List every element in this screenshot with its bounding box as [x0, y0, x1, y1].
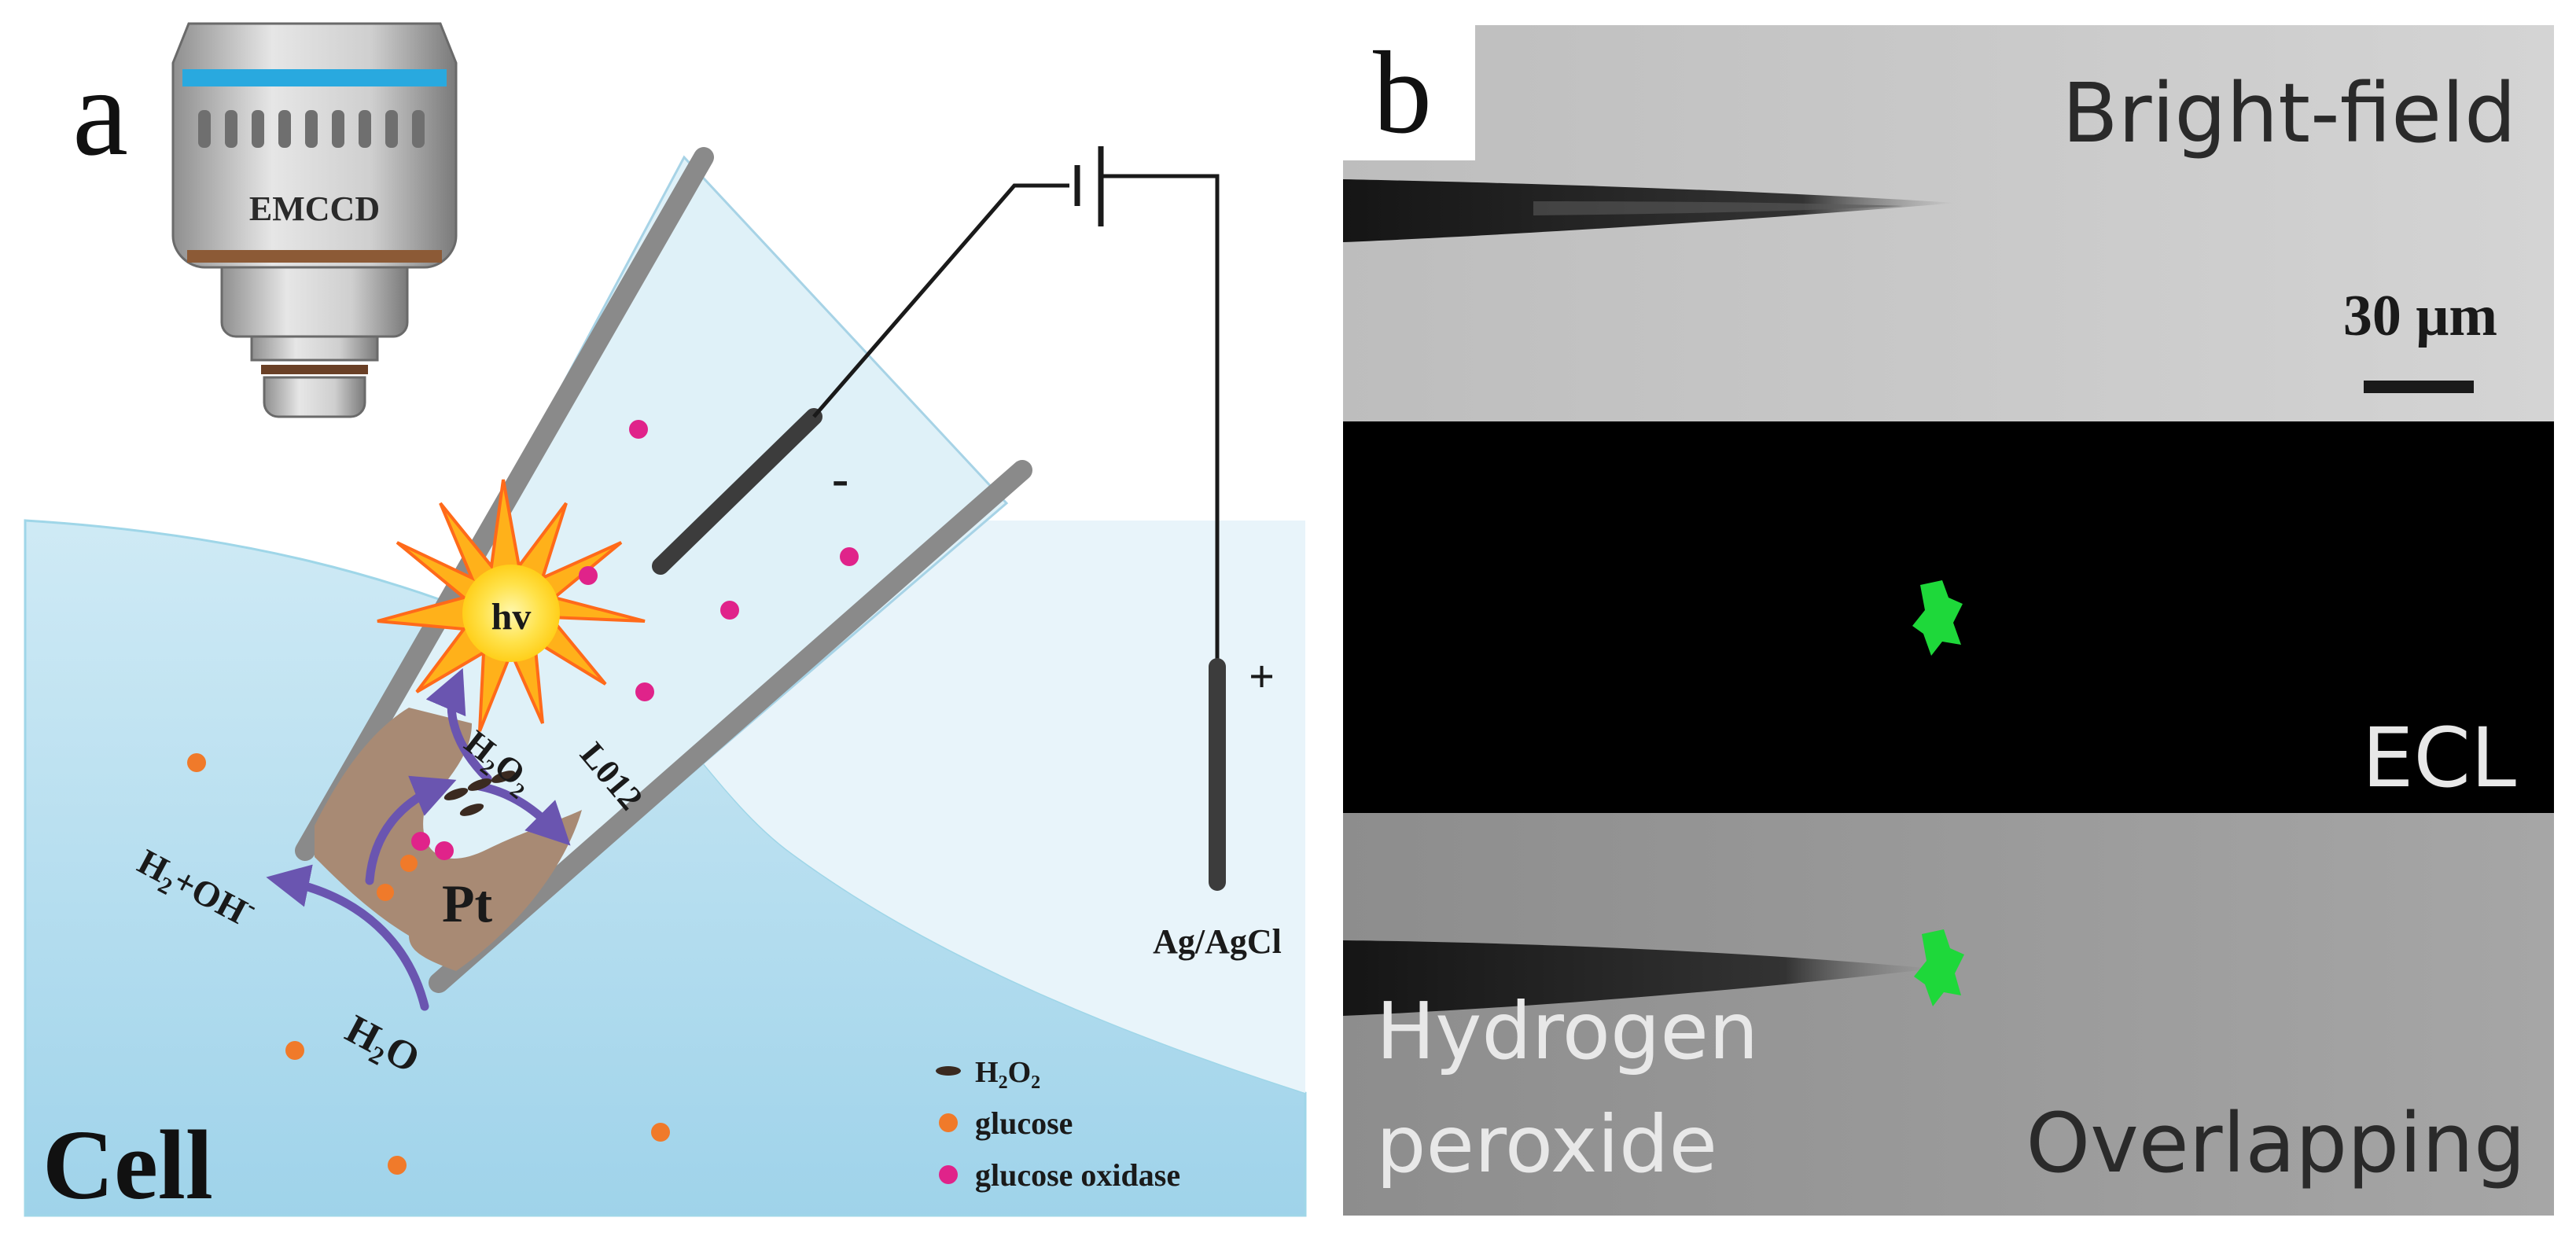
panel-a: hv — [24, 22, 1307, 1220]
legend-glucose-oxidase-text: glucose oxidase — [975, 1157, 1180, 1193]
cell-label: Cell — [42, 1111, 213, 1220]
anode-sign: + — [1249, 651, 1275, 702]
legend-glucose-text: glucose — [975, 1105, 1073, 1141]
reference-label: Ag/AgCl — [1153, 922, 1282, 961]
legend-h2o2-text: H2O2 — [975, 1056, 1040, 1093]
overlap-side-line2: peroxide — [1376, 1098, 1717, 1190]
panel-a-label: a — [72, 42, 128, 182]
legend-glucose-marker — [939, 1113, 958, 1132]
hv-label: hv — [491, 596, 532, 638]
bright-field-title: Bright-field — [2062, 65, 2516, 161]
overlap-side-line1: Hydrogen — [1376, 985, 1758, 1077]
reaction-arrows — [266, 668, 571, 1011]
arrow-water — [266, 864, 429, 1011]
pt-deposit — [315, 708, 582, 971]
circuit-wire-left — [812, 183, 1069, 418]
arrow-l012 — [475, 782, 571, 846]
panel-b-label: b — [1373, 28, 1432, 158]
arrow-inner — [365, 775, 457, 885]
ecl-title: ECL — [2362, 710, 2516, 806]
overlap-image — [1343, 813, 2554, 1216]
arrow-to-flash — [425, 668, 492, 783]
scale-bar — [2364, 381, 2474, 393]
camera-label: EMCCD — [249, 189, 380, 228]
flash-core — [462, 565, 560, 662]
circuit-wire-right — [1101, 174, 1220, 667]
legend-h2o2-marker — [936, 1066, 961, 1076]
glucose-dots — [187, 753, 670, 1175]
overlap-title: Overlapping — [2026, 1095, 2526, 1191]
glucose-oxidase-dots — [411, 420, 859, 860]
ecl-spot — [1912, 580, 1963, 656]
scale-bar-label: 30 μm — [2343, 284, 2497, 348]
pipette-wall-lower — [429, 460, 1032, 993]
legend: H2O2 glucose glucose oxidase — [936, 1056, 1180, 1193]
emccd-camera-icon: EMCCD — [171, 22, 458, 418]
cathode-sign: - — [832, 451, 848, 506]
overlap-spot — [1914, 929, 1964, 1006]
panel-b: b Bright-field 30 μm ECL Hydrogen peroxi… — [1343, 25, 2554, 1216]
panel-b-label-box — [1343, 25, 1475, 160]
h2o2-dashes — [443, 771, 516, 816]
pt-label: Pt — [442, 874, 493, 933]
bright-field-tip-highlight — [1533, 201, 1903, 215]
cathode-electrode — [652, 408, 822, 575]
legend-glucose-oxidase-marker — [939, 1165, 958, 1184]
overlap-tip — [1343, 940, 1933, 1016]
